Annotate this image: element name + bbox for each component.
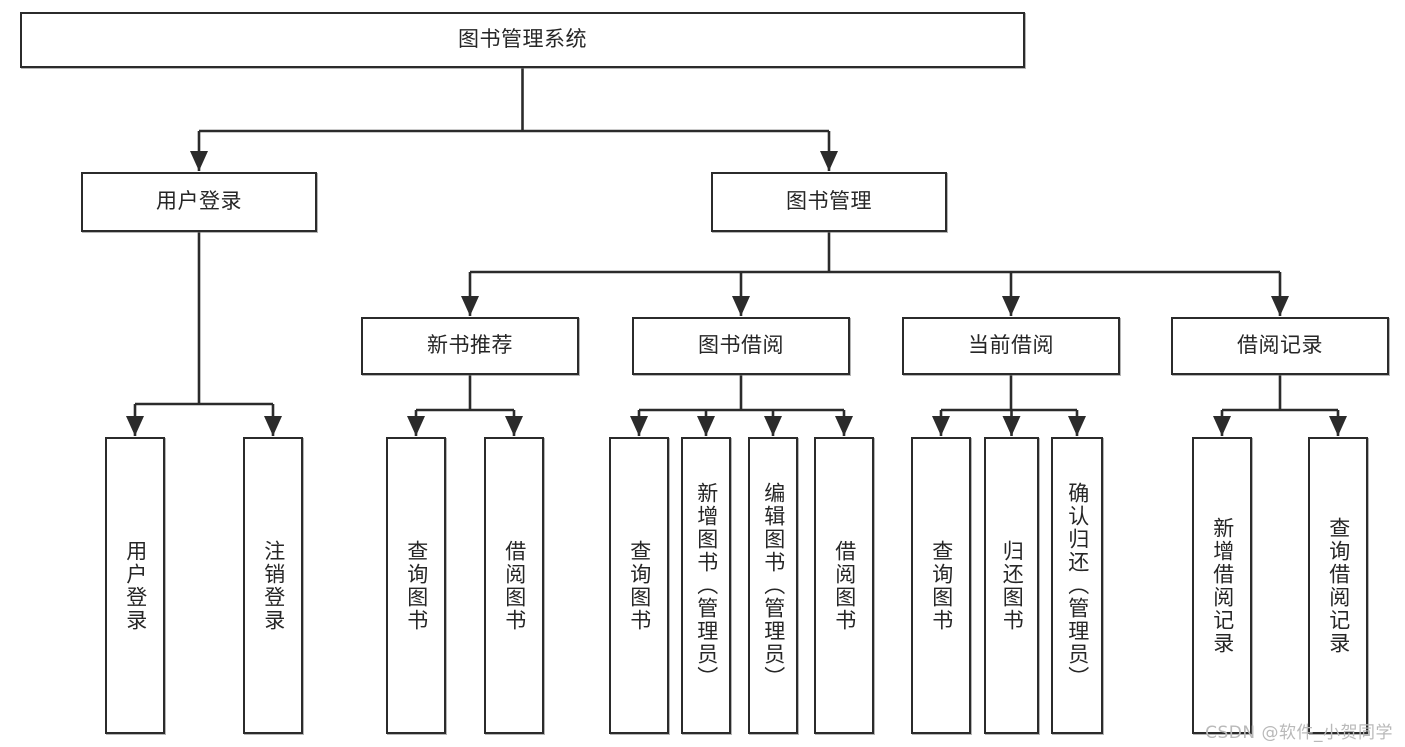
node-borrow-records-label: 借阅记录	[1237, 333, 1323, 358]
node-book-management-label: 图书管理	[786, 189, 872, 214]
node-leaf-user-logout-label: 注销登录	[261, 539, 286, 632]
node-user-login-label: 用户登录	[156, 189, 242, 214]
node-current-borrow: 当前借阅	[902, 317, 1120, 375]
node-leaf-return-books: 归还图书	[984, 437, 1039, 734]
node-borrow-records: 借阅记录	[1171, 317, 1389, 375]
node-leaf-query-books-borrow-label: 查询图书	[627, 539, 652, 632]
node-leaf-edit-book-admin: 编辑图书（管理员）	[748, 437, 798, 734]
node-book-management: 图书管理	[711, 172, 947, 232]
node-leaf-query-books-rec-label: 查询图书	[404, 539, 429, 632]
node-leaf-query-borrow-record: 查询借阅记录	[1308, 437, 1368, 734]
node-current-borrow-label: 当前借阅	[968, 333, 1054, 358]
node-leaf-user-login-label: 用户登录	[123, 539, 148, 632]
node-leaf-query-books-current-label: 查询图书	[929, 539, 954, 632]
node-leaf-borrow-books-borrow: 借阅图书	[814, 437, 874, 734]
node-new-book-recommend: 新书推荐	[361, 317, 579, 375]
node-leaf-add-book-admin-label: 新增图书（管理员）	[694, 482, 719, 689]
node-new-book-recommend-label: 新书推荐	[427, 333, 513, 358]
node-leaf-confirm-return-admin: 确认归还（管理员）	[1051, 437, 1103, 734]
node-leaf-query-books-current: 查询图书	[911, 437, 971, 734]
csdn-watermark: CSDN @软件_小贺同学	[1205, 723, 1393, 743]
node-leaf-borrow-books-borrow-label: 借阅图书	[832, 539, 857, 632]
node-leaf-borrow-books-rec-label: 借阅图书	[502, 539, 527, 632]
node-leaf-query-books-borrow: 查询图书	[609, 437, 669, 734]
node-leaf-borrow-books-rec: 借阅图书	[484, 437, 544, 734]
node-leaf-add-book-admin: 新增图书（管理员）	[681, 437, 731, 734]
node-root-label: 图书管理系统	[458, 27, 587, 52]
node-leaf-user-login: 用户登录	[105, 437, 165, 734]
node-root: 图书管理系统	[20, 12, 1025, 68]
node-leaf-edit-book-admin-label: 编辑图书（管理员）	[761, 482, 786, 689]
node-leaf-query-books-rec: 查询图书	[386, 437, 446, 734]
node-leaf-return-books-label: 归还图书	[1000, 539, 1025, 632]
node-book-borrow-label: 图书借阅	[698, 333, 784, 358]
node-user-login: 用户登录	[81, 172, 317, 232]
node-leaf-query-borrow-record-label: 查询借阅记录	[1326, 516, 1351, 655]
node-leaf-add-borrow-record: 新增借阅记录	[1192, 437, 1252, 734]
node-book-borrow: 图书借阅	[632, 317, 850, 375]
node-leaf-user-logout: 注销登录	[243, 437, 303, 734]
node-leaf-add-borrow-record-label: 新增借阅记录	[1210, 516, 1235, 655]
node-leaf-confirm-return-admin-label: 确认归还（管理员）	[1065, 482, 1090, 689]
